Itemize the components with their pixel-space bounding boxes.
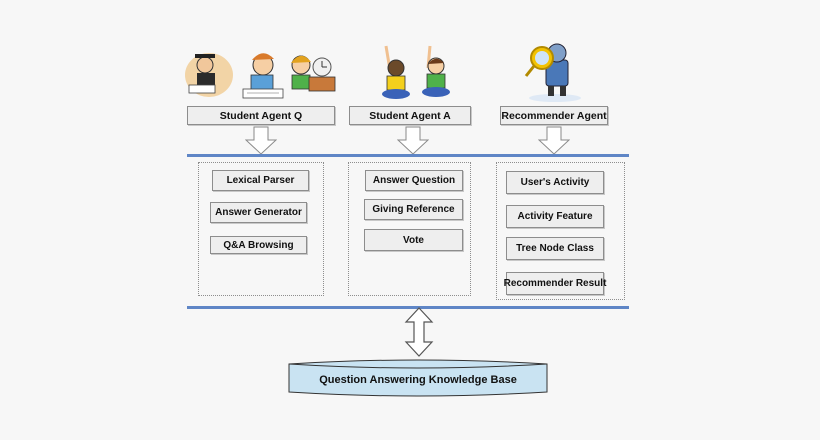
agent-label-student-a: Student Agent A — [369, 109, 451, 122]
agent-label-student-q: Student Agent Q — [219, 109, 303, 122]
agent-box-student-q: Student Agent Q — [187, 106, 335, 125]
robot-magnifier-icon — [524, 43, 581, 102]
down-arrow-q — [245, 126, 277, 155]
agent-box-student-a: Student Agent A — [349, 106, 471, 125]
bottom-divider-line — [187, 306, 629, 309]
agent-label-recommender: Recommender Agent — [501, 109, 607, 122]
module-label: Q&A Browsing — [223, 239, 294, 251]
module-recommender-result: Recommender Result — [503, 272, 607, 295]
module-qa-browsing: Q&A Browsing — [210, 236, 307, 254]
module-vote: Vote — [364, 229, 463, 251]
module-label: Giving Reference — [372, 204, 455, 215]
module-label: Lexical Parser — [226, 175, 295, 186]
module-activity-feature: Activity Feature — [506, 205, 604, 228]
panel-recommender — [496, 162, 625, 300]
panel-student-a — [348, 162, 471, 296]
module-giving-reference: Giving Reference — [364, 199, 463, 220]
students-raising-hands-icon — [382, 45, 450, 99]
module-tree-node-class: Tree Node Class — [506, 237, 604, 260]
module-label: Tree Node Class — [516, 243, 594, 254]
module-label: Activity Feature — [517, 211, 593, 222]
module-lexical-parser: Lexical Parser — [212, 170, 309, 191]
cylinder-icon — [288, 359, 548, 397]
module-label: Recommender Result — [503, 278, 607, 289]
down-arrow-recommender — [538, 126, 570, 155]
double-arrow-icon — [404, 307, 434, 357]
panel-student-q — [198, 162, 324, 296]
down-arrow-a — [397, 126, 429, 155]
module-label: User's Activity — [520, 177, 590, 188]
top-divider-line — [187, 154, 629, 157]
module-users-activity: User's Activity — [506, 171, 604, 194]
module-label: Answer Generator — [215, 207, 302, 218]
module-label: Vote — [403, 234, 424, 246]
student-reading-icon — [185, 53, 336, 99]
module-answer-generator: Answer Generator — [210, 202, 307, 223]
module-answer-question: Answer Question — [365, 170, 463, 191]
agent-box-recommender: Recommender Agent — [500, 106, 608, 125]
knowledge-base-cylinder: Question Answering Knowledge Base — [288, 358, 548, 398]
module-label: Answer Question — [372, 175, 456, 186]
knowledge-base-label: Question Answering Knowledge Base — [319, 374, 517, 386]
